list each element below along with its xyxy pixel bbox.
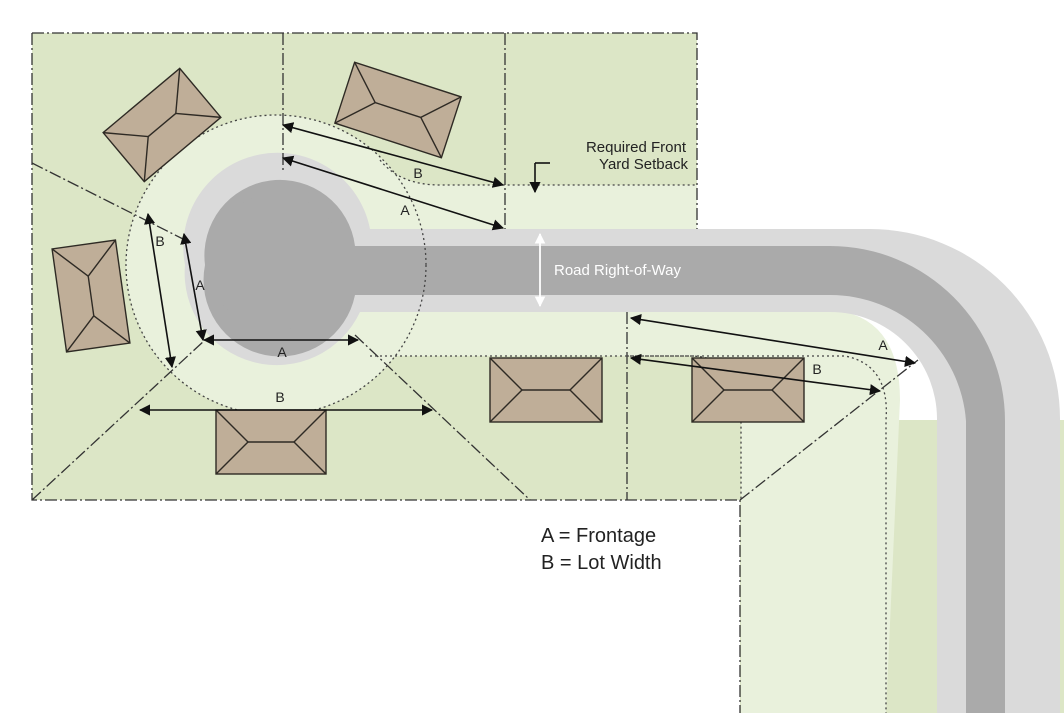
frontage-dimension bbox=[180, 232, 207, 342]
legend-frontage: A = Frontage bbox=[541, 525, 656, 547]
frontage-label: A bbox=[400, 202, 410, 218]
site-boundary bbox=[31, 32, 741, 713]
house bbox=[489, 357, 603, 423]
lot-width-label: B bbox=[413, 165, 422, 181]
frontage-label: A bbox=[195, 277, 205, 293]
lot-width-dimension bbox=[629, 353, 882, 396]
lot-width-label: B bbox=[812, 361, 821, 377]
lot-width-dimension bbox=[281, 122, 505, 188]
house bbox=[215, 409, 327, 475]
lot-width-label: B bbox=[275, 389, 284, 405]
lot-line bbox=[739, 359, 919, 501]
lot-line bbox=[31, 339, 206, 501]
setback-label-line-1: Required Front bbox=[586, 139, 687, 156]
setback-label-line-2: Yard Setback bbox=[599, 156, 688, 173]
lot-width-label: B bbox=[155, 233, 164, 249]
frontage-label: A bbox=[878, 337, 888, 353]
house bbox=[102, 67, 222, 183]
house bbox=[51, 239, 131, 353]
road-island bbox=[208, 194, 344, 330]
legend-lot-width: B = Lot Width bbox=[541, 552, 662, 574]
lot-width-dimension bbox=[144, 212, 176, 369]
dimension-lines bbox=[138, 122, 917, 416]
frontage-label: A bbox=[277, 344, 287, 360]
lot-line bbox=[354, 334, 531, 501]
right-of-way-label: Road Right-of-Way bbox=[554, 262, 681, 279]
